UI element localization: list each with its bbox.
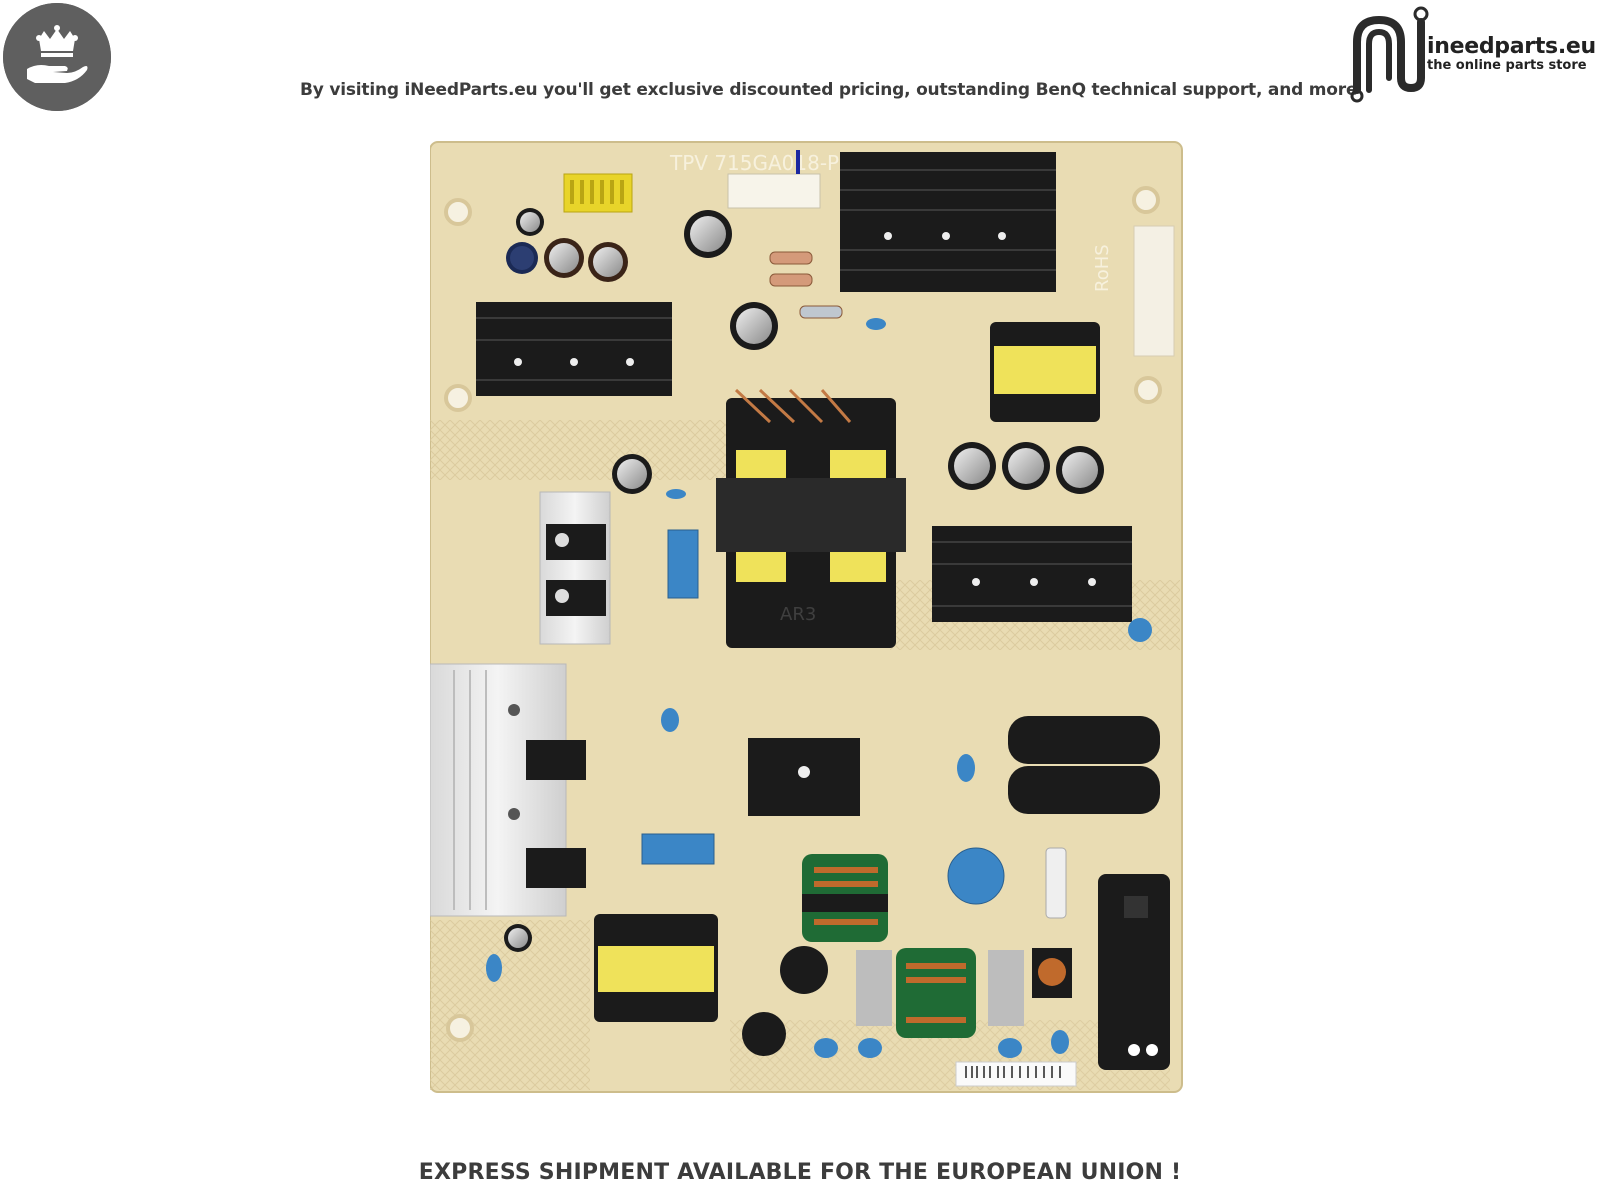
promo-tagline: By visiting iNeedParts.eu you'll get exc…	[300, 80, 1358, 100]
crown-hand-badge	[3, 3, 111, 111]
shipping-notice: EXPRESS SHIPMENT AVAILABLE FOR THE EUROP…	[418, 1160, 1182, 1185]
crown-hand-icon	[3, 3, 111, 111]
product-photo: TPV 715GA018-P01	[430, 140, 1218, 1120]
power-supply-board-photo: TPV 715GA018-P01	[430, 141, 1183, 1093]
rohs-mark: RoHS	[1092, 244, 1113, 292]
transformer-label: AR3	[780, 604, 816, 625]
board-silkscreen: TPV 715GA018-P01	[669, 151, 865, 175]
logo-name: ineedparts.eu	[1427, 34, 1596, 59]
logo-tagline: the online parts store	[1427, 58, 1587, 73]
ineedparts-logo[interactable]: ineedparts.eu the online parts store	[1345, 2, 1600, 104]
ineedparts-logo-icon	[1350, 6, 1429, 103]
